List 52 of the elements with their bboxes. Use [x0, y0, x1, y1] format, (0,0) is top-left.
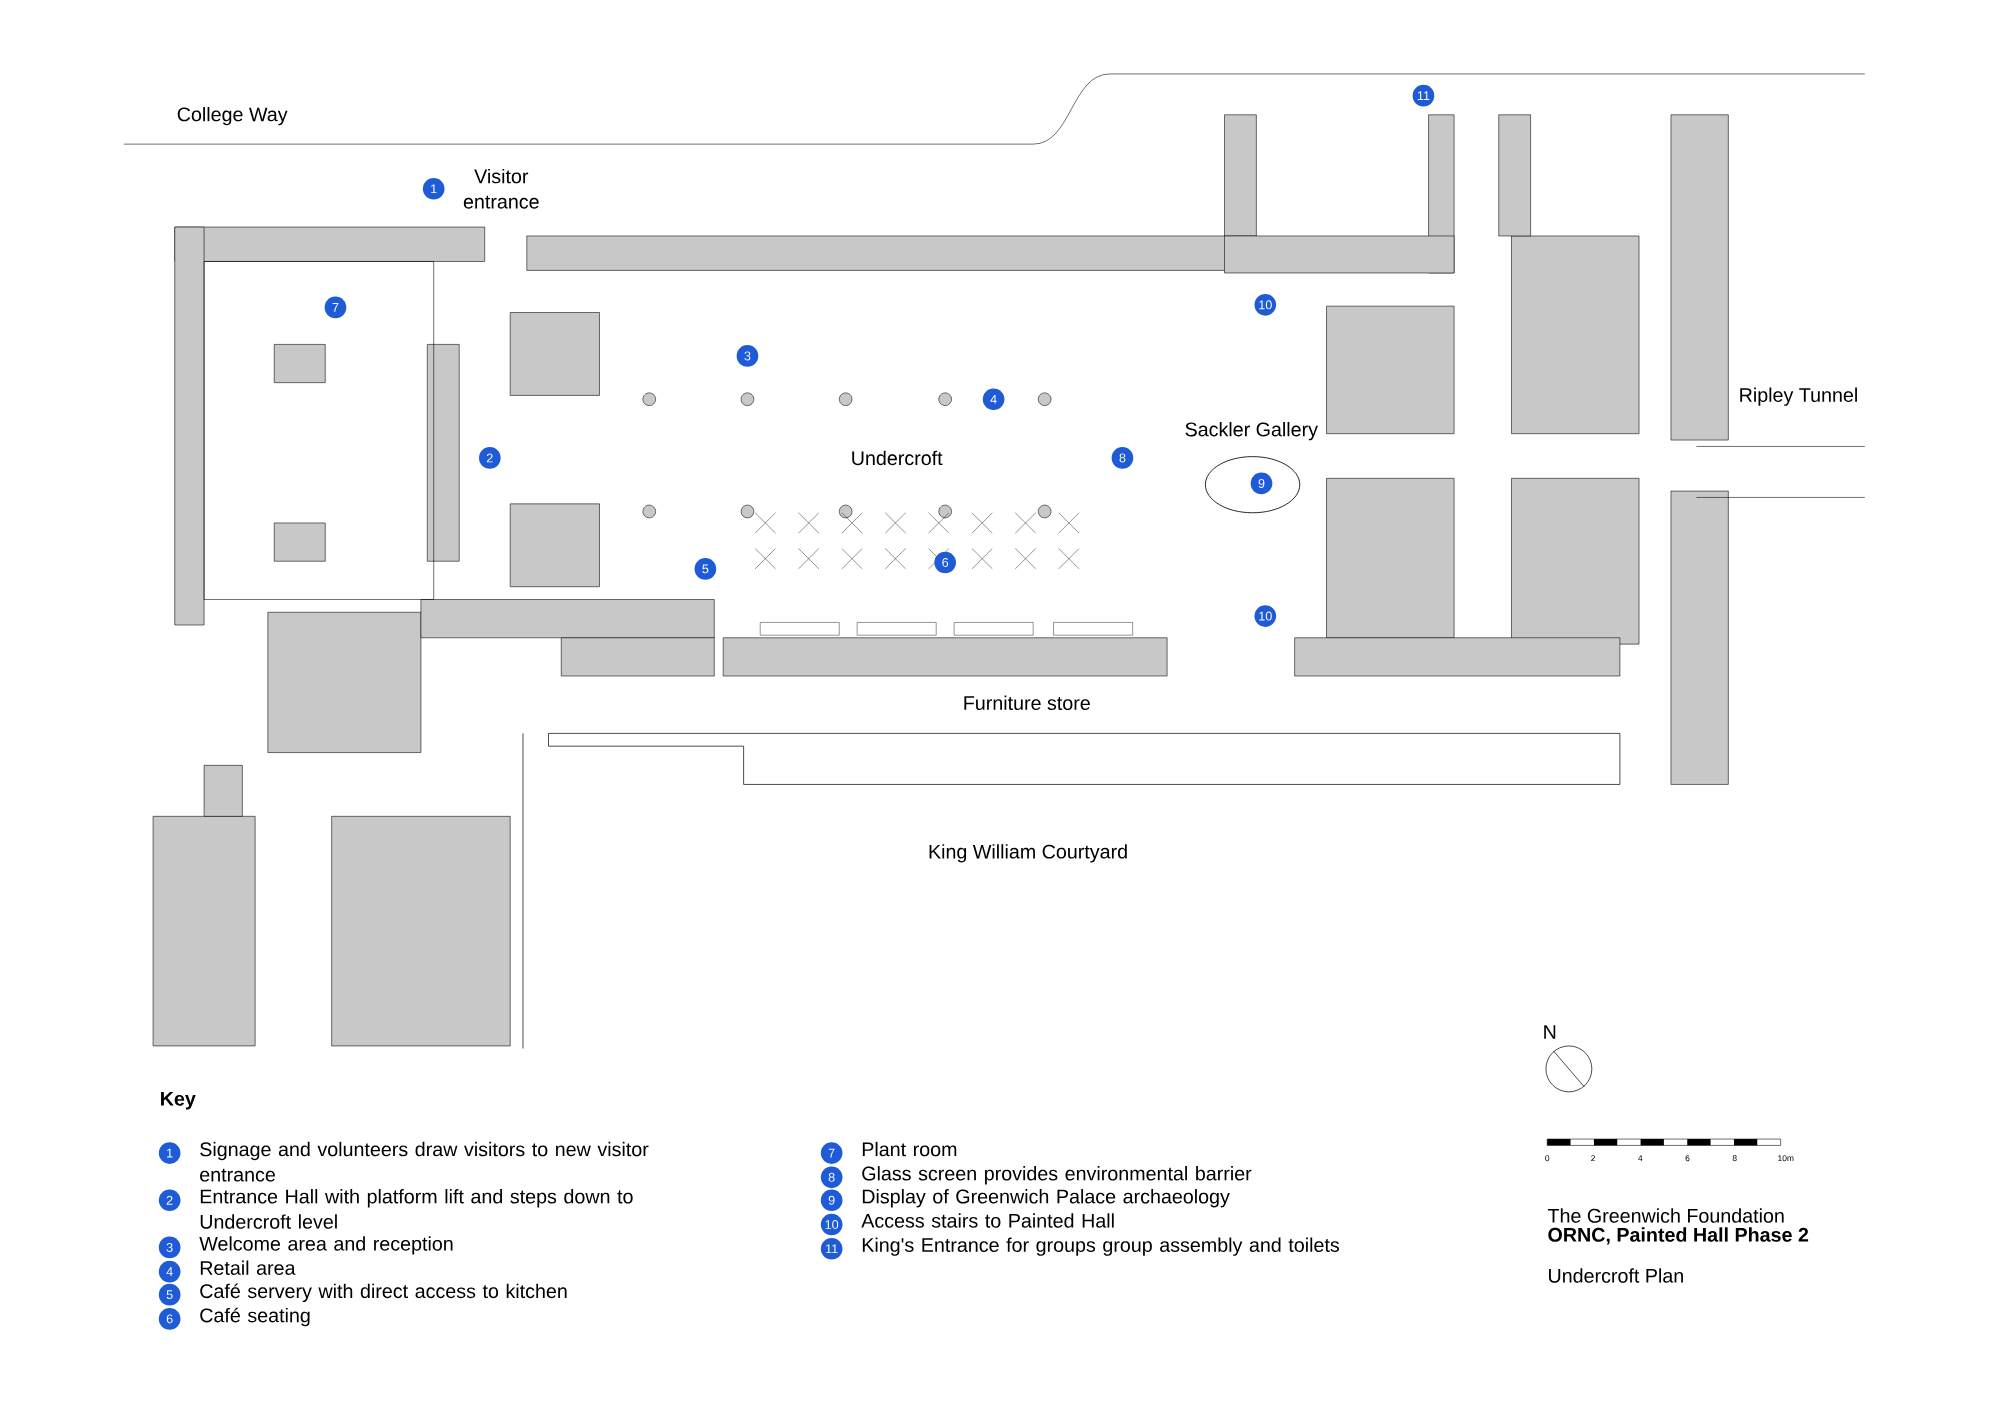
key-text: Café seating — [200, 1307, 310, 1327]
callout-number: 4 — [158, 1261, 181, 1283]
key-text: Welcome area and reception — [199, 1236, 453, 1255]
place-label: King William Courtyard — [929, 844, 1127, 863]
key-text: Display of Greenwich Palace archaeology — [862, 1189, 1230, 1208]
callout-number: 6 — [934, 551, 956, 574]
callout-number: 8 — [1111, 447, 1134, 469]
scale-label: 2 — [1591, 1155, 1596, 1162]
scale-label: 8 — [1732, 1155, 1737, 1162]
callout-number: 11 — [820, 1238, 843, 1260]
scale-label: 10m — [1778, 1155, 1794, 1162]
key-heading: Key — [161, 1092, 196, 1110]
title-text: The Greenwich Foundation — [1547, 1208, 1784, 1224]
place-label: Undercroft — [852, 450, 943, 466]
scale-label: 6 — [1685, 1155, 1690, 1162]
callout-number: 9 — [820, 1189, 843, 1212]
callout-number: 3 — [736, 345, 759, 367]
scale-label: 0 — [1545, 1155, 1550, 1162]
callout-number: 10 — [820, 1213, 843, 1236]
callout-number: 1 — [422, 178, 445, 200]
key-text: Access stairs to Painted Hall — [861, 1213, 1114, 1228]
callout-number: 5 — [158, 1284, 181, 1306]
callout-number: 11 — [1412, 85, 1435, 107]
place-label: Sackler Gallery — [1185, 422, 1318, 441]
callout-number: 1 — [158, 1142, 181, 1165]
title-text: ORNC, Painted Hall Phase 2 — [1548, 1227, 1809, 1245]
key-text: Café servery with direct access to kitchen — [200, 1283, 567, 1303]
place-label: Furniture store — [964, 695, 1090, 711]
callout-number: 3 — [158, 1236, 181, 1259]
place-label: Visitor entrance — [463, 169, 539, 209]
callout-number: 8 — [820, 1166, 843, 1189]
key-text: Plant room — [862, 1142, 957, 1157]
callout-number: 2 — [158, 1189, 181, 1212]
callout-number: 7 — [820, 1142, 843, 1165]
callout-number: 10 — [1254, 605, 1277, 628]
callout-number: 9 — [1250, 472, 1273, 495]
callout-number: 2 — [478, 447, 501, 469]
key-text: Glass screen provides environmental barrier — [862, 1166, 1252, 1185]
north-label: N — [1544, 1025, 1556, 1039]
scale-label: 4 — [1638, 1155, 1643, 1162]
callout-number: 6 — [158, 1308, 181, 1330]
key-text: King's Entrance for groups group assembly and toilets — [862, 1237, 1339, 1257]
key-text: Signage and volunteers draw visitors to new visitor entrance — [200, 1142, 649, 1182]
callout-number: 4 — [982, 388, 1005, 411]
key-text: Retail area — [200, 1260, 296, 1276]
place-label: Ripley Tunnel — [1740, 387, 1857, 407]
title-text: Undercroft Plan — [1549, 1268, 1683, 1283]
callout-number: 5 — [694, 558, 717, 580]
callout-number: 7 — [324, 296, 347, 319]
callout-number: 10 — [1254, 294, 1277, 316]
key-text: Entrance Hall with platform lift and steps down to Undercroft level — [200, 1189, 633, 1230]
place-label: College Way — [177, 107, 288, 126]
